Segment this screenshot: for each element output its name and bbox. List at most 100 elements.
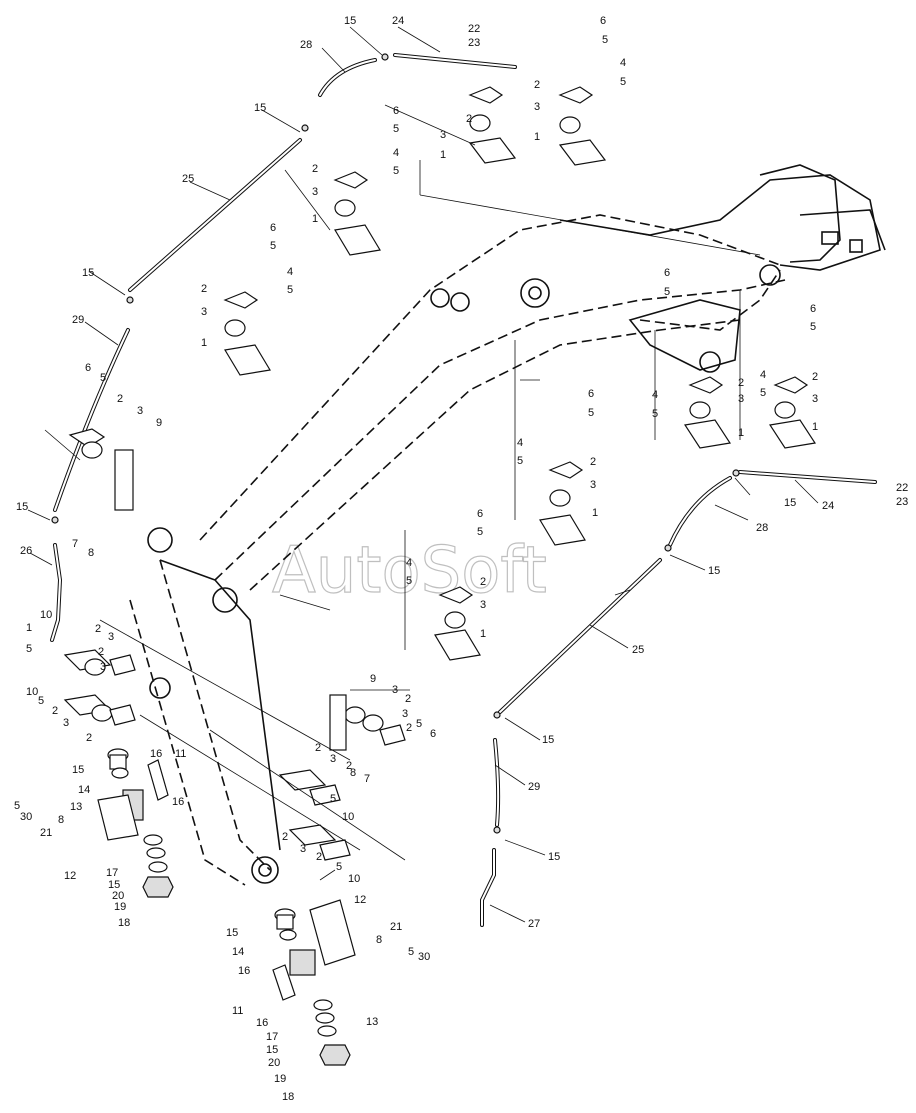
part-label-2: 2 — [95, 623, 101, 635]
part-label-2: 2 — [346, 760, 352, 772]
part-label-3: 3 — [330, 753, 336, 765]
part-label-5: 5 — [393, 165, 399, 177]
part-label-27: 27 — [528, 918, 540, 930]
part-label-6: 6 — [600, 15, 606, 27]
part-label-6: 6 — [477, 508, 483, 520]
part-label-15: 15 — [82, 267, 94, 279]
part-label-1: 1 — [201, 337, 207, 349]
part-label-17: 17 — [106, 867, 118, 879]
part-label-2: 2 — [312, 163, 318, 175]
part-label-3: 3 — [402, 708, 408, 720]
part-label-16: 16 — [150, 748, 162, 760]
part-label-28: 28 — [756, 522, 768, 534]
part-label-17: 17 — [266, 1031, 278, 1043]
part-label-2: 2 — [466, 113, 472, 125]
part-label-3: 3 — [201, 306, 207, 318]
part-label-3: 3 — [100, 661, 106, 673]
part-label-8: 8 — [58, 814, 64, 826]
part-label-5: 5 — [26, 643, 32, 655]
part-label-22: 22 — [468, 23, 480, 35]
part-label-15: 15 — [542, 734, 554, 746]
part-label-10: 10 — [26, 686, 38, 698]
part-label-4: 4 — [406, 557, 412, 569]
part-label-2: 2 — [316, 851, 322, 863]
part-label-8: 8 — [88, 547, 94, 559]
part-label-2: 2 — [480, 576, 486, 588]
part-label-5: 5 — [652, 408, 658, 420]
part-labels: 15 24 22 23 28 15 25 15 29 15 26 10 6 5 … — [14, 15, 908, 1103]
part-label-23: 23 — [468, 37, 480, 49]
part-label-3: 3 — [480, 599, 486, 611]
part-label-6: 6 — [810, 303, 816, 315]
part-label-30: 30 — [20, 811, 32, 823]
part-label-4: 4 — [760, 369, 766, 381]
part-label-2: 2 — [534, 79, 540, 91]
part-label-2: 2 — [52, 705, 58, 717]
part-label-15: 15 — [72, 764, 84, 776]
watermark: AutoSoft — [272, 534, 547, 608]
part-label-15: 15 — [226, 927, 238, 939]
part-label-29: 29 — [72, 314, 84, 326]
part-label-2: 2 — [201, 283, 207, 295]
part-label-21: 21 — [40, 827, 52, 839]
part-label-8: 8 — [376, 934, 382, 946]
part-label-11: 11 — [175, 748, 186, 760]
part-label-16: 16 — [238, 965, 250, 977]
part-label-1: 1 — [534, 131, 540, 143]
part-label-10: 10 — [342, 811, 354, 823]
part-label-1: 1 — [480, 628, 486, 640]
part-label-1: 1 — [26, 622, 32, 634]
part-label-3: 3 — [108, 631, 114, 643]
part-label-18: 18 — [118, 917, 130, 929]
part-label-20: 20 — [112, 890, 124, 902]
part-label-5: 5 — [664, 286, 670, 298]
part-label-5: 5 — [287, 284, 293, 296]
part-label-3: 3 — [590, 479, 596, 491]
part-label-4: 4 — [517, 437, 523, 449]
pipe-lines — [50, 53, 877, 927]
part-label-6: 6 — [270, 222, 276, 234]
part-label-4: 4 — [620, 57, 626, 69]
part-label-5: 5 — [602, 34, 608, 46]
part-label-2: 2 — [315, 742, 321, 754]
part-label-24: 24 — [822, 500, 834, 512]
part-label-5: 5 — [517, 455, 523, 467]
part-label-2: 2 — [98, 646, 104, 658]
part-label-4: 4 — [287, 266, 293, 278]
part-label-2: 2 — [812, 371, 818, 383]
part-label-21: 21 — [390, 921, 402, 933]
part-label-13: 13 — [70, 801, 82, 813]
part-label-2: 2 — [738, 377, 744, 389]
part-label-23: 23 — [896, 496, 908, 508]
part-label-5: 5 — [38, 695, 44, 707]
part-label-18: 18 — [282, 1091, 294, 1103]
part-label-10: 10 — [348, 873, 360, 885]
part-label-14: 14 — [78, 784, 90, 796]
part-label-20: 20 — [268, 1057, 280, 1069]
part-label-22: 22 — [896, 482, 908, 494]
part-label-15: 15 — [548, 851, 560, 863]
part-label-3: 3 — [534, 101, 540, 113]
part-label-12: 12 — [354, 894, 366, 906]
part-label-5: 5 — [393, 123, 399, 135]
part-label-3: 3 — [63, 717, 69, 729]
part-label-4: 4 — [393, 147, 399, 159]
part-label-2: 2 — [86, 732, 92, 744]
part-label-2: 2 — [590, 456, 596, 468]
part-label-2: 2 — [282, 831, 288, 843]
clamp-groups — [63, 86, 817, 861]
fitting-assemblies — [97, 748, 356, 1066]
part-label-30: 30 — [418, 951, 430, 963]
part-label-25: 25 — [632, 644, 644, 656]
part-label-9: 9 — [370, 673, 376, 685]
part-label-8: 8 — [350, 767, 356, 779]
part-label-15: 15 — [344, 15, 356, 27]
part-label-5: 5 — [330, 793, 336, 805]
boom-structure — [129, 164, 886, 886]
part-label-5: 5 — [336, 861, 342, 873]
part-label-7: 7 — [364, 773, 370, 785]
part-label-1: 1 — [592, 507, 598, 519]
part-label-9: 9 — [156, 417, 162, 429]
part-label-14: 14 — [232, 946, 244, 958]
